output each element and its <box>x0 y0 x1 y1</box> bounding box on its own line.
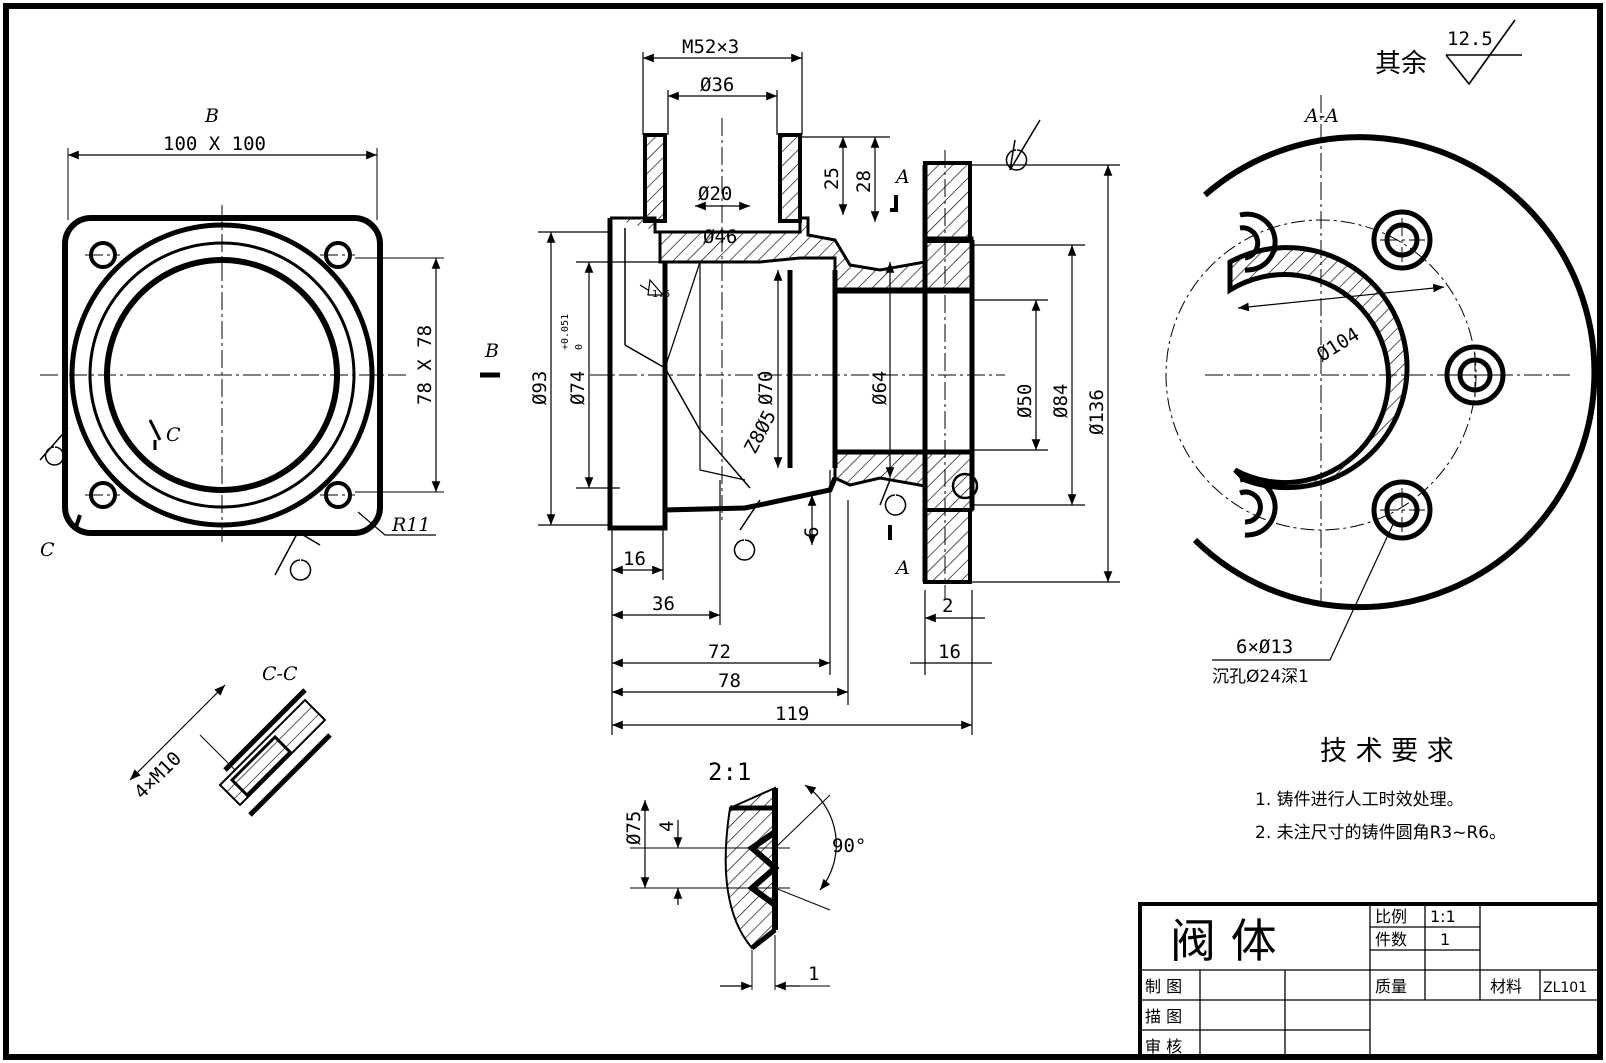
dim-2: 2 <box>942 595 953 617</box>
title-block <box>1138 902 1600 1057</box>
view-b-size: 100 X 100 <box>163 133 266 155</box>
part-name: 阀 体 <box>1170 914 1277 968</box>
section-cc-title: C-C <box>262 663 298 685</box>
dim-dia-64: Ø64 <box>869 371 891 405</box>
detail-scale: 2:1 <box>708 758 751 786</box>
detail-angle: 90° <box>832 835 866 857</box>
scale-label: 比例 <box>1375 907 1407 926</box>
view-arrow-b: B <box>484 340 499 362</box>
detail-depth: 1 <box>808 963 819 985</box>
roughness-1-6: 1.6 <box>652 289 670 300</box>
section-cc <box>129 684 332 817</box>
dim-25: 25 <box>821 167 843 190</box>
material-value: ZL101 <box>1543 980 1587 996</box>
tech-title: 技 术 要 求 <box>1320 736 1454 767</box>
dim-dia-20: Ø20 <box>698 183 732 205</box>
drawing-frame <box>3 3 1603 1060</box>
dim-tol-upper: +0.051 <box>560 314 571 350</box>
dim-36: 36 <box>652 593 675 615</box>
row-drawn: 制 图 <box>1145 977 1182 996</box>
dim-dia-136: Ø136 <box>1086 389 1108 435</box>
detail-view <box>630 784 837 991</box>
scale-value: 1:1 <box>1430 907 1456 926</box>
row-traced: 描 图 <box>1145 1007 1182 1026</box>
count-value: 1 <box>1440 930 1450 949</box>
dim-dia-84: Ø84 <box>1050 384 1072 418</box>
section-aa-holes: 6×Ø13 <box>1236 636 1293 658</box>
dim-dia-36: Ø36 <box>700 74 734 96</box>
main-view <box>480 52 1120 735</box>
section-aa-counterbore: 沉孔Ø24深1 <box>1212 667 1309 687</box>
section-mark-a-bottom: A <box>894 557 910 579</box>
dim-78: 78 <box>718 670 741 692</box>
section-aa <box>1165 95 1598 661</box>
row-checked: 审 核 <box>1145 1037 1182 1056</box>
section-cc-thread: 4×M10 <box>130 748 186 804</box>
view-b-side: 78 X 78 <box>414 325 436 405</box>
view-b <box>39 148 444 581</box>
dim-dia-74: Ø74 <box>567 371 589 405</box>
dim-72: 72 <box>708 641 731 663</box>
dim-dia-50: Ø50 <box>1014 384 1036 418</box>
material-label: 材料 <box>1490 977 1522 996</box>
detail-dia: Ø75 <box>623 811 645 845</box>
dim-tol-lower: 0 <box>574 344 585 350</box>
detail-pitch: 4 <box>656 821 678 832</box>
dim-119: 119 <box>775 703 809 725</box>
dim-z8-5: Z8Ø5 <box>740 407 781 458</box>
view-b-label: B <box>204 105 219 127</box>
roughness-prefix: 其余 <box>1375 49 1427 79</box>
roughness-value: 12.5 <box>1447 28 1493 50</box>
dim-dia-46: Ø46 <box>703 226 737 248</box>
dim-16-right: 16 <box>938 641 961 663</box>
tech-item-2: 2. 未注尺寸的铸件圆角R3~R6。 <box>1255 823 1506 843</box>
count-label: 件数 <box>1375 930 1407 949</box>
mass-label: 质量 <box>1375 977 1407 996</box>
section-aa-title: A-A <box>1303 105 1339 127</box>
roughness-general: 其余 12.5 <box>1375 19 1522 86</box>
dim-16: 16 <box>623 548 646 570</box>
tech-item-1: 1. 铸件进行人工时效处理。 <box>1255 790 1464 810</box>
view-b-section-mark-2: C <box>40 539 55 561</box>
dim-thread: M52×3 <box>682 36 739 58</box>
section-mark-a-top: A <box>894 166 910 188</box>
dim-dia-93: Ø93 <box>529 371 551 405</box>
dim-6: 6 <box>801 527 823 538</box>
view-b-section-mark: C <box>166 424 181 446</box>
dim-28: 28 <box>853 170 875 193</box>
dim-dia-70: Ø70 <box>755 371 777 405</box>
view-b-radius: R11 <box>391 514 430 536</box>
